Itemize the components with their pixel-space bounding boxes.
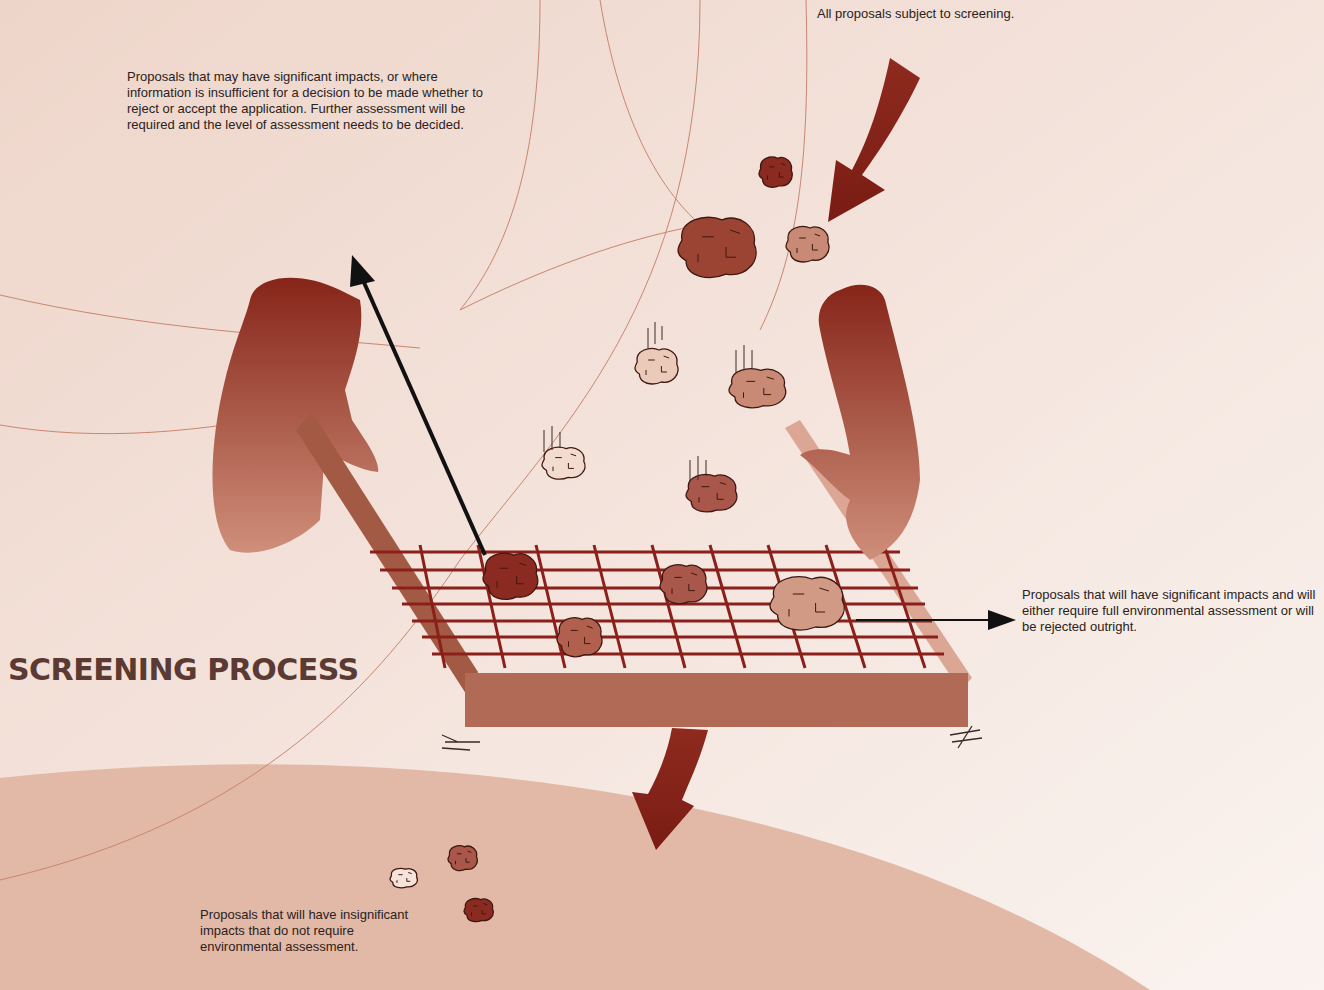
proposal-rocks	[390, 157, 844, 922]
swirl-lines	[0, 0, 807, 880]
further-assessment-arrow	[362, 278, 485, 555]
right-hand	[800, 285, 920, 560]
insignificant-impact-note: Proposals that will have insignificant i…	[200, 907, 432, 955]
ground-band	[0, 764, 1150, 990]
falling-marks	[544, 322, 752, 482]
diagram-title: SCREENING PROCESS	[8, 652, 359, 688]
shake-marks	[442, 726, 982, 750]
significant-impact-note: Proposals that will have significant imp…	[1022, 587, 1318, 635]
input-arrow	[828, 58, 920, 222]
sieve-front	[465, 673, 968, 727]
pass-through-arrow	[632, 728, 708, 850]
rejected-arrow	[856, 619, 992, 621]
input-note: All proposals subject to screening.	[817, 6, 1117, 22]
further-assessment-note: Proposals that may have significant impa…	[127, 69, 493, 133]
sieve-mesh	[370, 545, 944, 668]
arrow-head	[350, 255, 375, 287]
arrow-head	[988, 610, 1016, 630]
